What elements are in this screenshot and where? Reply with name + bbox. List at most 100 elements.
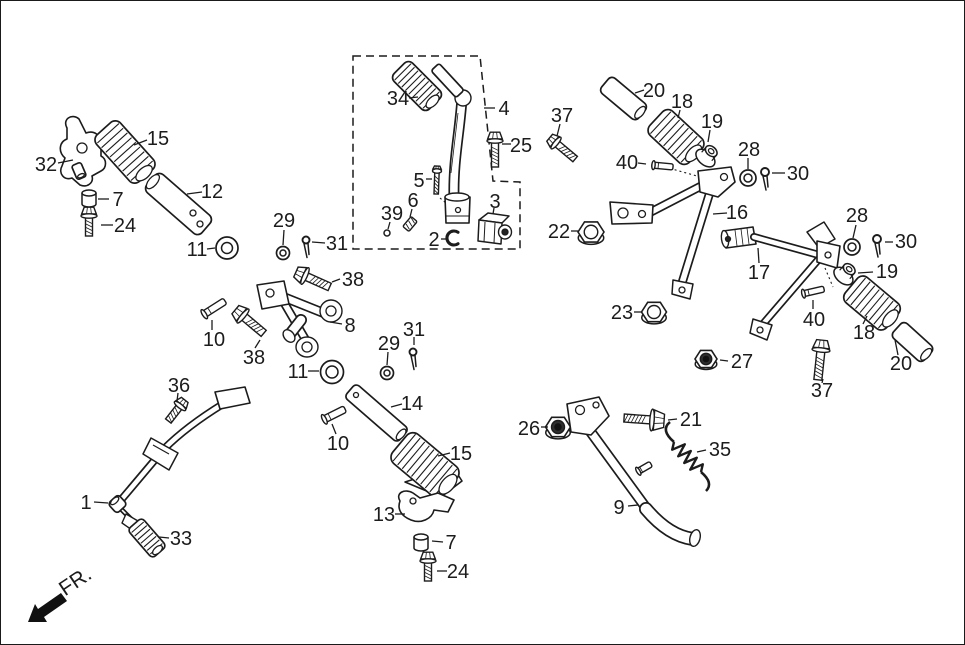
part-label-7[interactable]: 7 [112, 189, 123, 211]
part-label-16[interactable]: 16 [726, 202, 748, 224]
part-label-18[interactable]: 18 [671, 91, 693, 113]
part-label-28[interactable]: 28 [846, 205, 868, 227]
part-label-30[interactable]: 30 [787, 163, 809, 185]
part-17-line [746, 227, 750, 245]
part-label-31[interactable]: 31 [403, 319, 425, 341]
part-label-17[interactable]: 17 [748, 262, 770, 284]
part-16-path [697, 166, 736, 198]
part-label-12[interactable]: 12 [201, 181, 223, 203]
part-35-spring [671, 441, 704, 473]
part-label-24[interactable]: 24 [114, 215, 136, 237]
part-label-1[interactable]: 1 [80, 492, 91, 514]
part-label-27[interactable]: 27 [731, 351, 753, 373]
part-10-pin [200, 298, 227, 320]
leader-line-15 [437, 452, 451, 457]
part-label-19[interactable]: 19 [701, 111, 723, 133]
part-9-pin [634, 461, 653, 476]
part-28-ring [739, 169, 757, 187]
part-label-15[interactable]: 15 [147, 128, 169, 150]
part-label-28[interactable]: 28 [738, 139, 760, 161]
part-20-cyl [891, 321, 934, 363]
kick-starter-assembly-outline [352, 55, 521, 250]
part-label-6[interactable]: 6 [407, 190, 418, 212]
part-label-18[interactable]: 18 [853, 322, 875, 344]
part-label-20[interactable]: 20 [890, 353, 912, 375]
part-17-tube [759, 256, 822, 328]
leader-line-16 [712, 212, 728, 215]
part-label-29[interactable]: 29 [378, 333, 400, 355]
part-label-38[interactable]: 38 [243, 347, 265, 369]
part-label-10[interactable]: 10 [203, 329, 225, 351]
part-9-hole [592, 401, 600, 409]
part-label-7[interactable]: 7 [445, 532, 456, 554]
part-label-32[interactable]: 32 [35, 154, 57, 176]
part-label-36[interactable]: 36 [168, 375, 190, 397]
part-10-pin [320, 405, 347, 425]
part-label-23[interactable]: 23 [611, 302, 633, 324]
part-30-cot [760, 167, 770, 191]
part-8-hole [265, 288, 275, 298]
part-6-dowel [402, 216, 418, 232]
part-label-40[interactable]: 40 [616, 152, 638, 174]
part-label-34[interactable]: 34 [387, 88, 409, 110]
part-label-14[interactable]: 14 [401, 393, 423, 415]
part-label-29[interactable]: 29 [273, 210, 295, 232]
leader-line-27 [719, 359, 729, 362]
part-label-8[interactable]: 8 [344, 315, 355, 337]
leader-line-19 [857, 271, 874, 274]
part-label-11[interactable]: 11 [288, 361, 309, 383]
part-label-13[interactable]: 13 [373, 504, 395, 526]
part-label-22[interactable]: 22 [548, 221, 570, 243]
part-label-10[interactable]: 10 [327, 433, 349, 455]
part-label-20[interactable]: 20 [643, 80, 665, 102]
part-label-39[interactable]: 39 [381, 203, 403, 225]
part-label-5[interactable]: 5 [413, 170, 424, 192]
part-17-hole [824, 251, 832, 259]
leader-line-20 [634, 89, 645, 94]
part-label-35[interactable]: 35 [709, 439, 731, 461]
part-16-hole [719, 172, 729, 182]
part-29-ring [275, 245, 291, 261]
leader-line-12 [186, 191, 203, 195]
part-label-21[interactable]: 21 [680, 409, 702, 431]
part-31-cot [408, 347, 418, 371]
part-3-hole [501, 228, 509, 236]
part-label-24[interactable]: 24 [447, 561, 469, 583]
fr-direction-arrow: FR. [28, 563, 96, 622]
part-label-19[interactable]: 19 [876, 261, 898, 283]
leader-line-37 [556, 123, 561, 137]
part-16-hole [617, 207, 629, 219]
part-label-31[interactable]: 31 [326, 233, 348, 255]
leader-line-32 [57, 159, 74, 164]
part-label-3[interactable]: 3 [489, 191, 500, 213]
leader-line-20 [894, 339, 899, 356]
part-label-37[interactable]: 37 [551, 105, 573, 127]
part-label-33[interactable]: 33 [170, 528, 192, 550]
leader-line-38 [254, 339, 261, 349]
part-label-4[interactable]: 4 [498, 98, 509, 120]
part-17-hole [756, 326, 764, 334]
part-4-line [450, 112, 459, 174]
part-13-hole [409, 497, 417, 505]
leader-line-40 [637, 162, 647, 165]
part-25-bolt [486, 131, 504, 168]
part-21-bolt [623, 408, 666, 432]
part-label-38[interactable]: 38 [342, 269, 364, 291]
part-20-cyl [599, 76, 648, 121]
part-label-25[interactable]: 25 [510, 135, 532, 157]
part-9-tube [639, 502, 700, 546]
part-label-9[interactable]: 9 [613, 497, 624, 519]
part-37-bolt [545, 133, 579, 163]
leader-line-1 [93, 501, 109, 504]
part-label-30[interactable]: 30 [895, 231, 917, 253]
part-label-37[interactable]: 37 [811, 380, 833, 402]
part-label-15[interactable]: 15 [450, 443, 472, 465]
part-label-40[interactable]: 40 [803, 309, 825, 331]
part-label-11[interactable]: 11 [187, 239, 208, 261]
part-8-hole [301, 341, 313, 353]
part-32-hole [76, 142, 88, 154]
part-label-2[interactable]: 2 [428, 229, 439, 251]
part-7-bush [413, 533, 429, 552]
part-19-collar [695, 144, 718, 168]
part-label-26[interactable]: 26 [518, 418, 540, 440]
